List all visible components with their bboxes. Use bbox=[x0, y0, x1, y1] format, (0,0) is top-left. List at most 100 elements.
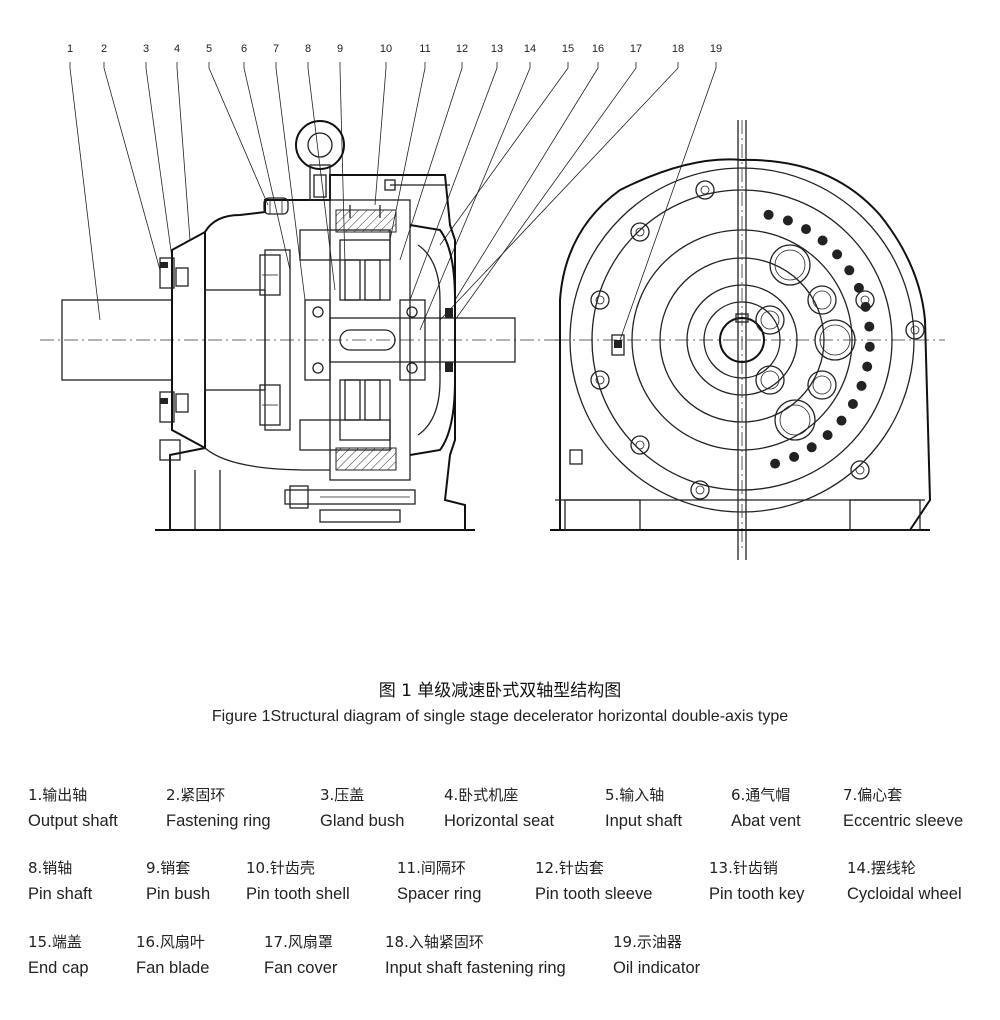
side-section-view bbox=[40, 120, 560, 531]
cycloid-hole bbox=[807, 370, 837, 400]
leader-line bbox=[399, 62, 463, 261]
pin-tooth bbox=[832, 249, 843, 260]
leader-line bbox=[69, 62, 101, 321]
pin-tooth bbox=[817, 235, 828, 246]
callout-number: 9 bbox=[337, 43, 343, 55]
bolt-hole-inner bbox=[855, 465, 865, 475]
pin-tooth bbox=[770, 458, 781, 469]
legend-cn: 12.针齿套 bbox=[535, 859, 604, 877]
legend-en: Output shaft bbox=[28, 812, 118, 830]
caption-english: Figure 1Structural diagram of single sta… bbox=[211, 708, 789, 725]
legend-cn: 6.通气帽 bbox=[731, 786, 791, 804]
legend-en: Eccentric sleeve bbox=[843, 812, 964, 830]
legend-cn: 16.风扇叶 bbox=[136, 933, 205, 951]
cycloid-hole-inner bbox=[760, 370, 780, 390]
pin-tooth bbox=[789, 451, 800, 462]
pin-tooth bbox=[860, 301, 871, 312]
legend-item-input-shaft-fastening-ring: 18.入轴紧固环 Input shaft fastening ring bbox=[385, 932, 566, 979]
bolt-hole bbox=[630, 435, 650, 455]
legend-cn: 8.销轴 bbox=[28, 859, 73, 877]
pin-tooth bbox=[856, 380, 867, 391]
leader-line bbox=[619, 62, 717, 341]
callout-number: 11 bbox=[419, 43, 430, 55]
leader-line bbox=[374, 62, 387, 206]
legend-item-eccentric-sleeve: 7.偏心套 Eccentric sleeve bbox=[843, 785, 963, 832]
callout-number: 18 bbox=[672, 43, 684, 55]
callout-number: 8 bbox=[305, 43, 311, 55]
leader-line bbox=[145, 62, 173, 259]
cycloid-hole-inner bbox=[812, 375, 832, 395]
legend-en: End cap bbox=[28, 959, 89, 977]
callout-number: 6 bbox=[241, 43, 247, 55]
pin-tooth bbox=[822, 430, 833, 441]
legend-item-gland-bush: 3.压盖 Gland bush bbox=[320, 785, 404, 832]
pin-tooth bbox=[847, 399, 858, 409]
pin-tooth bbox=[864, 341, 875, 352]
bolt-hole bbox=[630, 222, 650, 242]
legend-en: Pin tooth key bbox=[709, 885, 805, 903]
legend-cn: 15.端盖 bbox=[28, 933, 82, 951]
pin-tooth bbox=[853, 282, 864, 293]
callout-number: 4 bbox=[174, 43, 180, 55]
cycloid-hole bbox=[755, 305, 785, 335]
legend-en: Fan cover bbox=[264, 959, 338, 977]
pin-tooth bbox=[862, 361, 873, 372]
leader-line bbox=[439, 62, 679, 321]
legend-item-oil-indicator: 19.示油器 Oil indicator bbox=[613, 932, 700, 979]
pin-tooth bbox=[763, 209, 774, 220]
legend-en: Spacer ring bbox=[397, 885, 482, 903]
end-view-bolt-holes bbox=[590, 180, 925, 500]
leader-line bbox=[439, 62, 569, 246]
callout-number: 12 bbox=[456, 43, 468, 55]
callout-number: 10 bbox=[380, 43, 392, 55]
legend-cn: 11.间隔环 bbox=[397, 859, 466, 877]
legend-cn: 19.示油器 bbox=[613, 933, 682, 951]
legend-en: Pin bush bbox=[146, 885, 211, 903]
cycloid-hole bbox=[774, 399, 816, 441]
legend-cn: 14.摆线轮 bbox=[847, 859, 916, 877]
legend-cn: 3.压盖 bbox=[320, 786, 365, 804]
legend-cn: 7.偏心套 bbox=[843, 786, 903, 804]
leader-line bbox=[454, 62, 599, 301]
legend-item-output-shaft: 1.输出轴 Output shaft bbox=[28, 785, 118, 832]
leader-line bbox=[275, 62, 306, 301]
callout-number: 13 bbox=[491, 43, 503, 55]
bolt-hole bbox=[695, 180, 715, 200]
legend-cn: 1.输出轴 bbox=[28, 786, 88, 804]
legend-en: Fan blade bbox=[136, 959, 210, 977]
lifting-eye bbox=[295, 120, 345, 170]
legend-item-pin-tooth-key: 13.针齿销 Pin tooth key bbox=[709, 858, 804, 905]
cycloid-hole-inner bbox=[760, 310, 780, 330]
bolt-hole-inner bbox=[695, 485, 705, 495]
callout-number: 14 bbox=[524, 43, 536, 55]
legend-en: Cycloidal wheel bbox=[847, 885, 962, 903]
legend-item-pin-shaft: 8.销轴 Pin shaft bbox=[28, 858, 92, 905]
legend-cn: 5.输入轴 bbox=[605, 786, 665, 804]
pin-tooth bbox=[801, 224, 811, 235]
legend-cn: 9.销套 bbox=[146, 859, 191, 877]
leader-line bbox=[176, 62, 191, 241]
cycloid-hole-inner bbox=[819, 324, 851, 356]
caption-chinese: 图 1 单级减速卧式双轴型结构图 bbox=[378, 681, 622, 701]
cycloid-hole bbox=[807, 285, 837, 315]
legend-item-pin-tooth-sleeve: 12.针齿套 Pin tooth sleeve bbox=[535, 858, 652, 905]
legend-item-horizontal-seat: 4.卧式机座 Horizontal seat bbox=[444, 785, 554, 832]
legend-item-pin-tooth-shell: 10.针齿壳 Pin tooth shell bbox=[246, 858, 350, 905]
legend-cn: 2.紧固环 bbox=[166, 786, 226, 804]
oil-indicator bbox=[611, 334, 625, 356]
legend-item-cycloidal-wheel: 14.摆线轮 Cycloidal wheel bbox=[847, 858, 962, 905]
legend-item-fan-cover: 17.风扇罩 Fan cover bbox=[264, 932, 337, 979]
pin-tooth bbox=[806, 442, 817, 453]
legend-item-spacer-ring: 11.间隔环 Spacer ring bbox=[397, 858, 481, 905]
leader-line bbox=[243, 62, 291, 271]
cycloid-hole-inner bbox=[779, 404, 811, 436]
legend-item-pin-bush: 9.销套 Pin bush bbox=[146, 858, 210, 905]
legend-item-abat-vent: 6.通气帽 Abat vent bbox=[731, 785, 801, 832]
legend-en: Abat vent bbox=[731, 812, 801, 830]
leader-line bbox=[208, 62, 269, 206]
callout-number: 19 bbox=[710, 43, 722, 55]
callout-number: 7 bbox=[273, 43, 279, 55]
callout-number: 5 bbox=[206, 43, 212, 55]
legend-cn: 17.风扇罩 bbox=[264, 933, 333, 951]
